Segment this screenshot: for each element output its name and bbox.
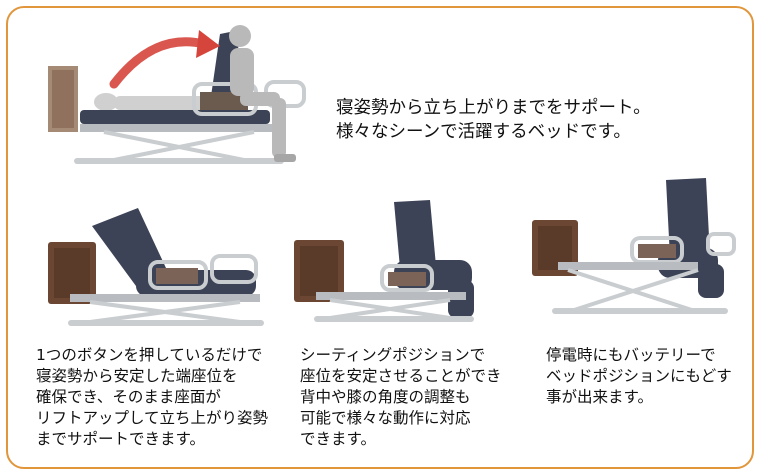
panel-3-caption: 停電時にもバッテリーで ベッドポジションにもどす 事が出来ます。	[546, 345, 732, 408]
panel-1-caption: 1つのボタンを押しているだけで 寝姿勢から安定した端座位を 確保でき、そのまま座…	[36, 345, 268, 450]
bed-raised-back-illustration	[48, 208, 264, 326]
caption-line: 1つのボタンを押しているだけで	[36, 346, 263, 364]
bed-lifted-chair-illustration	[532, 178, 736, 314]
headline-line-2: 様々なシーンで活躍するベッドです。	[336, 122, 631, 142]
caption-line: 停電時にもバッテリーで	[546, 346, 716, 364]
caption-line: シーティングポジションで	[300, 346, 486, 364]
headline: 寝姿勢から立ち上がりまでをサポート。 様々なシーンで活躍するベッドです。	[336, 96, 651, 144]
bed-standing-illustration	[48, 25, 306, 164]
caption-line: 座位を安定させることができ	[300, 367, 502, 385]
bed-seating-position-illustration	[294, 200, 474, 322]
caption-line: 寝姿勢から安定した端座位を	[36, 367, 238, 385]
caption-line: までサポートできます。	[36, 430, 205, 448]
caption-line: 背中や膝の角度の調整も	[300, 388, 471, 406]
caption-line: リフトアップして立ち上がり姿勢	[36, 409, 269, 427]
caption-line: ベッドポジションにもどす	[546, 367, 732, 385]
caption-line: 事が出来ます。	[546, 388, 653, 406]
panel-2-caption: シーティングポジションで 座位を安定させることができ 背中や膝の角度の調整も 可…	[300, 345, 502, 450]
caption-line: 確保でき、そのまま座面が	[36, 388, 221, 406]
caption-line: できます。	[300, 430, 376, 448]
headline-line-1: 寝姿勢から立ち上がりまでをサポート。	[336, 98, 651, 118]
caption-line: 可能で様々な動作に対応	[300, 409, 471, 427]
